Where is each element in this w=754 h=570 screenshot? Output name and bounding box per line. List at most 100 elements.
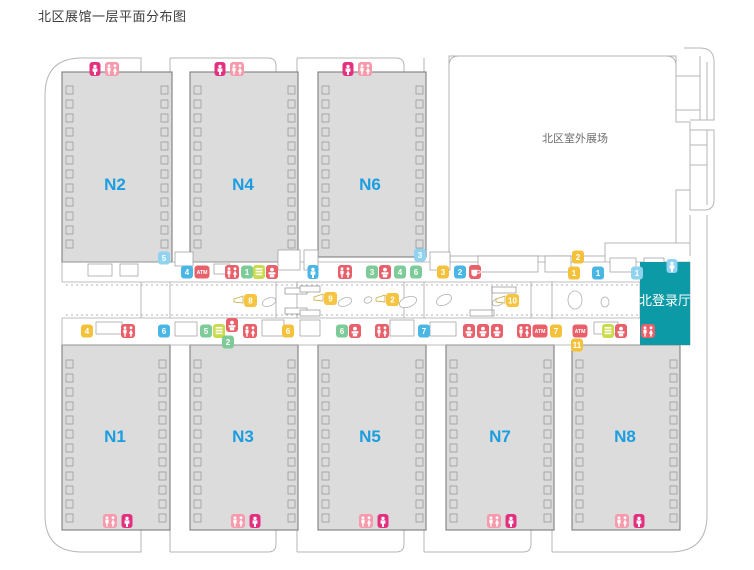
map-marker-3[interactable]: 3 (414, 248, 426, 262)
restroom-icon (358, 62, 372, 76)
hall-block-n8[interactable] (571, 344, 681, 531)
hall-block-n7[interactable] (445, 344, 555, 531)
hall-label-n8: N8 (614, 427, 636, 446)
baby-icon (477, 324, 489, 338)
baby-icon (491, 324, 503, 338)
elevator-icon (505, 514, 517, 528)
info-icon (253, 265, 265, 279)
map-marker-3[interactable]: 3 (366, 265, 378, 279)
map-marker-label: ATM (197, 270, 208, 276)
map-marker-label: 3 (370, 268, 375, 277)
map-marker-label: 3 (441, 268, 446, 277)
restroom-icon (615, 514, 629, 528)
corridor-gate-9[interactable]: 9 (313, 292, 337, 305)
map-marker-label: 6 (414, 268, 419, 277)
baby-icon (379, 265, 391, 279)
hall-block-n1[interactable] (61, 344, 171, 531)
map-marker-1[interactable]: 1 (631, 266, 643, 280)
lower-corridor-marker-layer[interactable]: 4 6 5 2 6 6 7 ATM 7 ATM 11 (81, 318, 655, 352)
map-marker-label: 1 (572, 269, 577, 278)
restroom-icon (487, 514, 501, 528)
outdoor-outline-extra (448, 47, 715, 345)
elevator-icon (121, 514, 133, 528)
map-marker-7[interactable]: 7 (418, 324, 430, 338)
hall-label-n1: N1 (104, 427, 126, 446)
restroom-icon (338, 265, 352, 279)
map-marker-4[interactable]: 4 (181, 265, 193, 279)
map-marker-5[interactable]: 5 (158, 251, 170, 265)
map-marker-atm[interactable]: ATM (194, 265, 210, 279)
hall-stall-ticks (65, 85, 678, 523)
corridor-gate-label: 8 (248, 296, 253, 305)
hall-label-n7: N7 (489, 427, 511, 446)
map-marker-label: 7 (422, 327, 427, 336)
map-marker-label: 1 (245, 268, 250, 277)
corridor-gate-2[interactable]: 2 (375, 293, 399, 306)
map-marker-label: 3 (418, 251, 423, 260)
baby-icon (266, 265, 278, 279)
elevator-icon (249, 514, 261, 528)
map-marker-label: 4 (85, 327, 90, 336)
map-marker-6[interactable]: 6 (410, 265, 422, 279)
map-marker-11[interactable]: 11 (571, 338, 583, 352)
corridor-detail-boxes (87, 249, 678, 337)
corridor-gate-layer[interactable]: 8 9 2 10 (233, 292, 519, 307)
map-marker-1[interactable]: 1 (568, 266, 580, 280)
elevator-icon (666, 259, 678, 273)
map-marker-atm[interactable]: ATM (572, 324, 588, 338)
map-marker-label: 11 (573, 341, 582, 350)
map-marker-label: ATM (535, 329, 546, 335)
hall-block-n4[interactable] (189, 71, 299, 263)
map-marker-label: ATM (575, 329, 586, 335)
outdoor-area-label: 北区室外展场 (542, 131, 608, 145)
corridor-gate-label: 10 (508, 296, 517, 305)
baby-icon (349, 324, 361, 338)
map-marker-7[interactable]: 7 (550, 324, 562, 338)
elevator-icon (633, 514, 645, 528)
hall-block-n3[interactable] (189, 344, 299, 531)
restroom-icon (105, 62, 119, 76)
corridor-planters (261, 290, 610, 310)
map-marker-6[interactable]: 6 (282, 324, 294, 338)
restroom-icon (103, 514, 117, 528)
map-marker-label: 5 (162, 254, 167, 263)
map-marker-label: 1 (596, 269, 601, 278)
restroom-icon (641, 324, 655, 338)
hall-block-n6[interactable] (317, 71, 427, 258)
map-marker-label: 2 (226, 338, 231, 347)
restroom-icon (375, 324, 389, 338)
map-marker-4[interactable]: 4 (81, 324, 93, 338)
map-marker-label: 5 (204, 327, 209, 336)
elevator-icon (377, 514, 389, 528)
map-marker-6[interactable]: 6 (158, 324, 170, 338)
corridor-gate-10[interactable]: 10 (495, 294, 519, 307)
hall-block-n2[interactable] (61, 71, 173, 263)
baby-icon (226, 318, 238, 332)
baby-icon (463, 324, 475, 338)
map-marker-3[interactable]: 3 (437, 265, 449, 279)
corridor-gate-8[interactable]: 8 (233, 294, 257, 307)
map-marker-atm[interactable]: ATM (532, 324, 548, 338)
registration-icon-layer (666, 259, 678, 273)
info-icon (213, 324, 225, 338)
map-marker-label: 2 (576, 253, 581, 262)
map-marker-2[interactable]: 2 (454, 265, 466, 279)
map-marker-1[interactable]: 1 (241, 265, 253, 279)
cafe-icon (468, 264, 482, 280)
map-marker-1[interactable]: 1 (592, 266, 604, 280)
restroom-icon (243, 324, 257, 338)
map-marker-label: 1 (635, 269, 640, 278)
map-marker-5[interactable]: 5 (200, 324, 212, 338)
restroom-icon (359, 514, 373, 528)
corridor-gate-label: 9 (328, 294, 333, 303)
map-marker-4[interactable]: 4 (394, 265, 406, 279)
map-marker-2[interactable]: 2 (222, 335, 234, 349)
corridor-escalators (284, 285, 517, 317)
map-marker-2[interactable]: 2 (572, 250, 584, 264)
map-marker-6[interactable]: 6 (336, 324, 348, 338)
elevator-icon (307, 265, 319, 279)
hall-block-n5[interactable] (317, 344, 427, 531)
info-icon (602, 324, 614, 338)
